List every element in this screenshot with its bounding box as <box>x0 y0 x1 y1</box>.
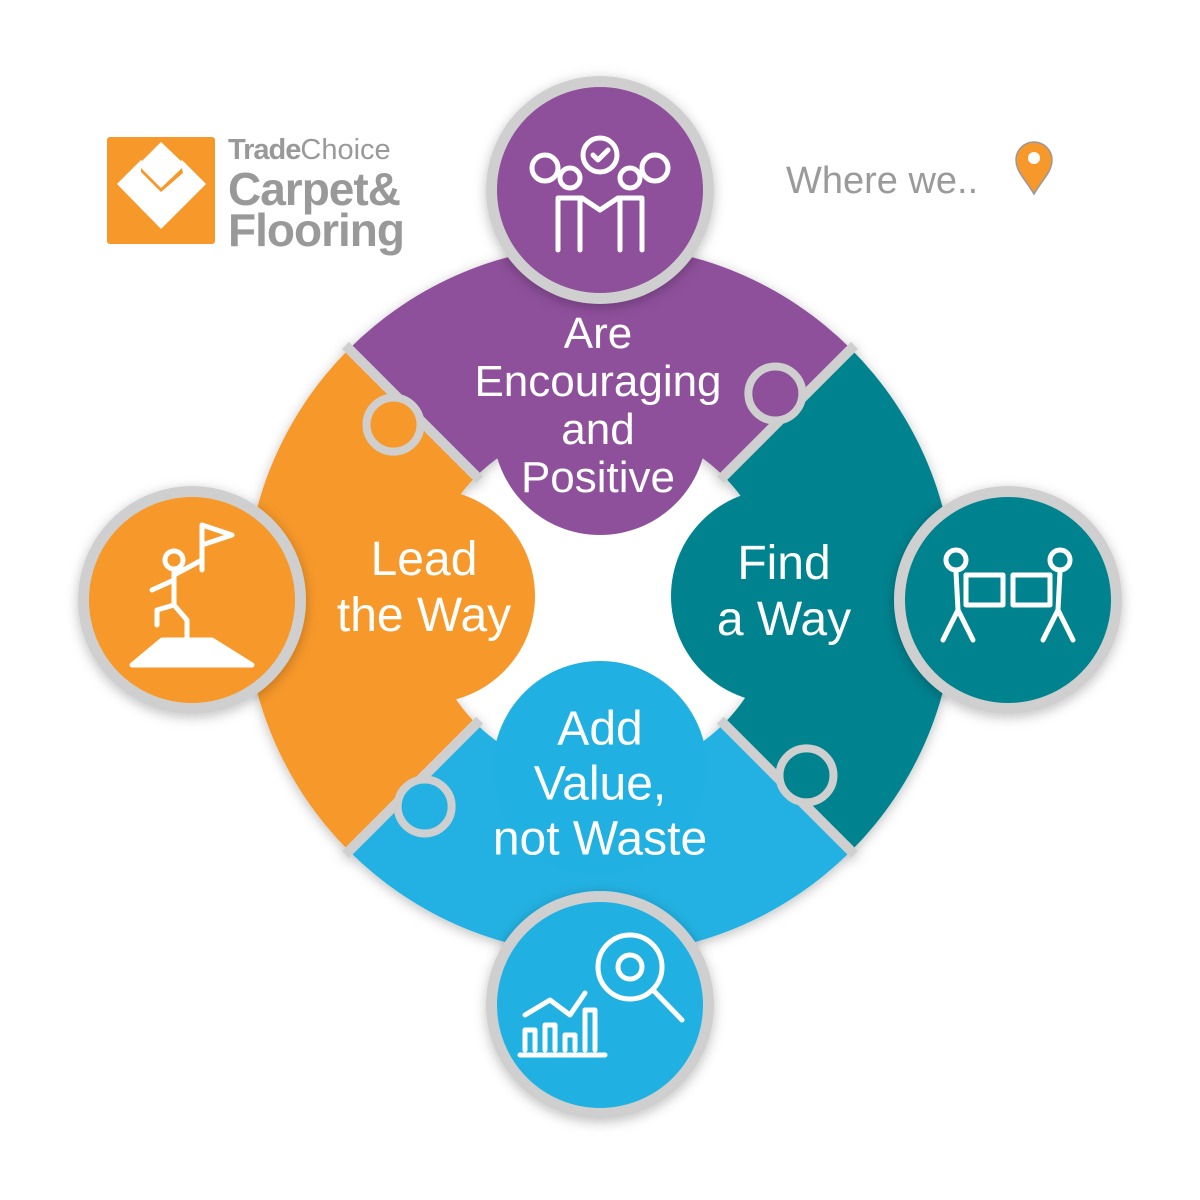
puzzle-knob <box>393 775 456 838</box>
label-bottom: Add Value, not Waste <box>493 702 707 867</box>
icon-circle-right <box>905 497 1111 703</box>
label-line: and <box>561 405 635 454</box>
analytics-chart-icon <box>517 932 685 1058</box>
label-line: Add <box>557 702 643 756</box>
label-right: Find a Way <box>717 536 851 648</box>
logo-flooring: Flooring <box>228 204 405 256</box>
lobe-left <box>321 489 535 703</box>
lobe-top <box>493 321 707 535</box>
label-line: the Way <box>336 589 512 642</box>
logo-text: TradeChoice <box>228 136 391 165</box>
label-line: a Way <box>716 593 852 646</box>
puzzle-knob <box>362 393 425 456</box>
label-line: Find <box>737 537 831 590</box>
people-puzzle-icon <box>940 547 1076 643</box>
people-talking-icon <box>529 135 671 253</box>
icon-circle-bottom <box>497 902 703 1108</box>
label-line: Value, <box>533 757 667 811</box>
puzzle-knob <box>744 362 807 425</box>
where-we-link[interactable]: Where we.. <box>786 160 979 202</box>
puzzle-knob <box>775 744 838 807</box>
logo-carpet: Carpet& <box>228 163 401 215</box>
logo-mark <box>107 137 215 244</box>
label-line: Are <box>563 309 633 358</box>
label-line: Encouraging <box>474 357 722 406</box>
map-pin-icon[interactable] <box>1015 141 1053 196</box>
label-left: Lead the Way <box>337 532 511 644</box>
logo-trade: Trade <box>228 134 301 166</box>
label-line: Positive <box>520 453 676 502</box>
label-line: Lead <box>370 533 478 586</box>
lobe-right <box>671 489 885 703</box>
icon-circle-left <box>89 497 295 703</box>
label-line: not Waste <box>492 812 708 866</box>
climber-flag-icon <box>129 522 255 668</box>
icon-circle-top <box>497 87 703 293</box>
lobe-bottom <box>493 661 707 875</box>
label-top: Are Encouraging and Positive <box>474 310 721 502</box>
logo-choice: Choice <box>300 134 391 166</box>
